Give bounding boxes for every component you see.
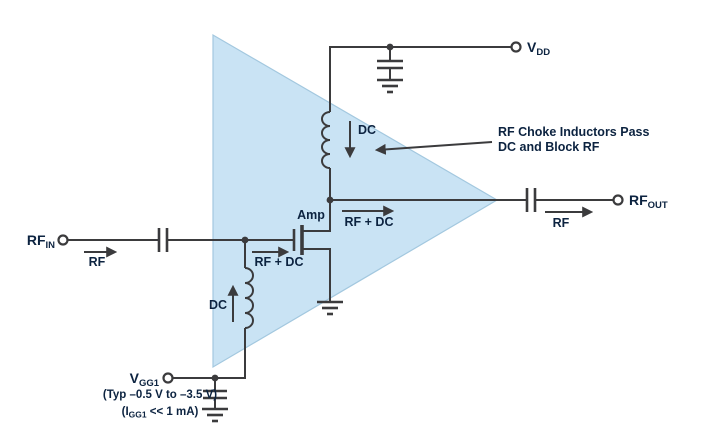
ground-symbol-source (317, 300, 343, 316)
vdd-label: VDD (527, 39, 550, 58)
dc-block-capacitor-input (157, 228, 169, 252)
rf-in-label: RFIN (27, 232, 55, 251)
gate-bias-net: DC VGG1 (Typ –0.5 V to –3.5 V) (IGG1 << … (103, 240, 254, 423)
vgg1-terminal (162, 372, 174, 384)
vgg1-junction-dot (211, 374, 219, 382)
dc-block-capacitor-output (525, 188, 537, 212)
amp-label: Amp (297, 208, 325, 222)
input-net: RFIN RF RF + DC (27, 228, 304, 269)
fet-amplifier: Amp (292, 200, 343, 316)
choke-note: RF Choke Inductors Pass DC and Block RF (374, 125, 649, 155)
choke-note-line2: DC and Block RF (498, 140, 600, 154)
dc-label-drain: DC (358, 123, 376, 137)
choke-note-line1: RF Choke Inductors Pass (498, 125, 649, 139)
rf-label-input: RF (89, 255, 106, 269)
bias-wire-down (172, 328, 246, 379)
igg1-note: (IGG1 << 1 mA) (122, 406, 199, 420)
vdd-wire (329, 46, 511, 112)
vdd-junction-dot (386, 43, 394, 51)
dc-label-gate: DC (209, 298, 227, 312)
fet-source-lead (302, 248, 331, 302)
rf-label-output: RF (553, 216, 570, 230)
vdd-terminal (510, 41, 522, 53)
rf-choke-inductor-gate (244, 267, 254, 329)
rf-plus-dc-label-drain: RF + DC (345, 215, 394, 229)
rf-out-terminal (612, 194, 624, 206)
rf-out-label: RFOUT (629, 192, 668, 211)
choke-note-arrow (374, 141, 493, 155)
ground-symbol-vgg1 (202, 407, 228, 423)
vdd-net: VDD DC (321, 39, 550, 200)
ground-symbol-vdd (377, 78, 403, 94)
output-net: RFOUT RF + DC RF (326, 188, 668, 230)
vgg1-typ-note: (Typ –0.5 V to –3.5 V) (103, 389, 217, 401)
vgg1-label: VGG1 (130, 370, 160, 389)
rf-choke-inductor-drain (321, 111, 331, 169)
bypass-capacitor-vdd (377, 59, 403, 70)
rf-plus-dc-label-gate: RF + DC (255, 255, 304, 269)
rf-in-terminal (57, 234, 69, 246)
fet-drain-lead (302, 200, 331, 232)
